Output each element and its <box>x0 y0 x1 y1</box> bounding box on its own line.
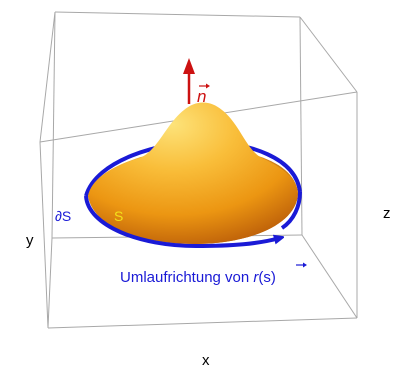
direction-prefix: Umlaufrichtung von <box>120 269 253 286</box>
box-edge-front-bottom <box>47 317 358 329</box>
direction-suffix: (s) <box>258 269 276 286</box>
surface-s <box>88 102 298 244</box>
normal-label: n <box>197 83 210 106</box>
normal-vector-label: n <box>197 87 206 106</box>
box-edge-left-top <box>39 11 56 143</box>
box-edge-left-bottom <box>47 237 53 329</box>
z-axis-label: z <box>383 205 391 222</box>
surface-label: S <box>114 208 123 224</box>
direction-vector-symbol: r <box>253 269 259 286</box>
boundary-label: ∂S <box>55 208 71 224</box>
direction-caption: Umlaufrichtung von r(s) <box>120 262 307 286</box>
y-axis-label: y <box>26 232 34 249</box>
box-edge-back-top <box>54 11 301 18</box>
boundary-curve-right <box>280 191 302 230</box>
box-edge-right-top <box>299 16 358 93</box>
box-edge-back-left-vertical <box>51 11 56 239</box>
box-edge-back-right-vertical <box>299 16 303 236</box>
direction-text: Umlaufrichtung von r(s) <box>120 269 276 286</box>
x-axis-label: x <box>202 352 210 369</box>
box-edge-front-left-vertical <box>39 141 49 329</box>
normal-vector-arrow <box>183 58 195 104</box>
normal-arrowhead <box>183 58 195 74</box>
boundary-curve-front <box>84 195 280 249</box>
box-edge-right-bottom <box>301 234 358 319</box>
